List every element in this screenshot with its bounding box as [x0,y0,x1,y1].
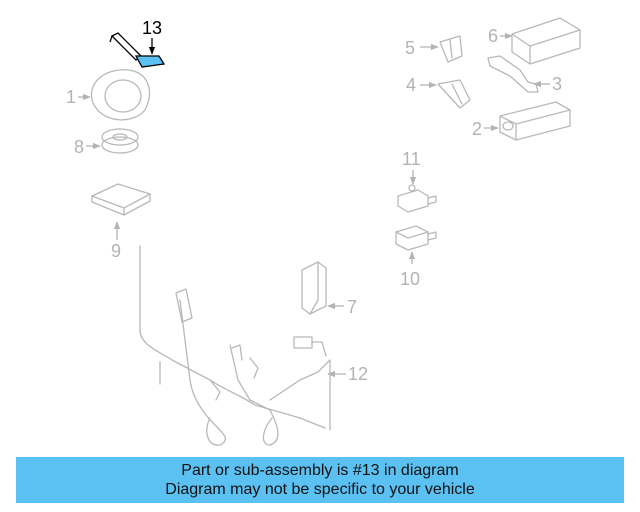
callout-12: 12 [348,364,368,384]
callout-7: 7 [347,297,357,317]
part-8 [101,128,139,154]
part-13[interactable] [109,32,166,68]
callout-4: 4 [406,75,416,95]
callout-3: 3 [552,74,562,94]
part-3 [487,55,539,93]
callout-9: 9 [111,241,121,261]
callout-10: 10 [400,269,420,289]
callout-2: 2 [472,119,482,139]
callout-5: 5 [405,38,415,58]
part-1 [90,69,151,121]
callout-8: 8 [74,137,84,157]
part-11 [397,184,437,213]
part-4 [437,79,471,109]
part-12 [139,245,331,446]
callout-11: 11 [402,149,421,169]
part-6 [511,17,581,65]
info-banner: Part or sub-assembly is #13 in diagram D… [16,457,624,503]
part-2 [499,101,571,141]
banner-part-text: Part or sub-assembly is #13 in diagram [181,462,459,479]
callout-6: 6 [488,26,498,46]
part-5 [439,35,463,63]
part-10 [395,225,437,251]
parts-diagram: 13 1 8 9 12 7 [66,17,581,446]
banner-disclaimer-text: Diagram may not be specific to your vehi… [165,481,475,498]
part-7 [301,261,327,315]
callout-1: 1 [66,87,76,107]
callout-13: 13 [142,18,162,38]
part-9 [91,183,151,216]
